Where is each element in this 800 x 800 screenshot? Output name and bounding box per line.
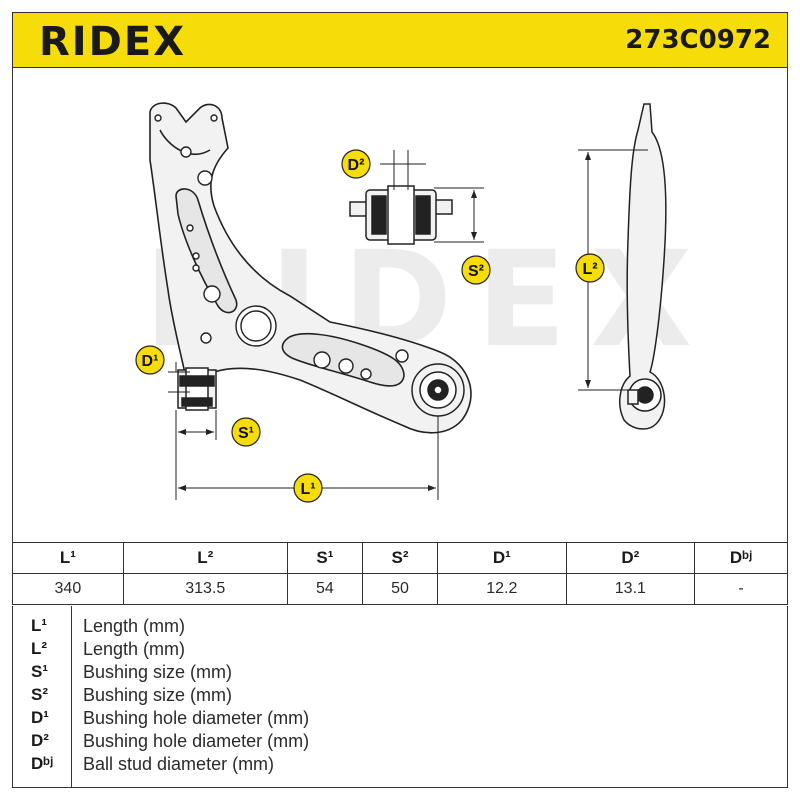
badge-d2: D² xyxy=(341,149,371,179)
label-l2: L² xyxy=(582,261,597,278)
arm-holes xyxy=(154,114,409,380)
technical-drawing xyxy=(12,68,788,542)
legend-symbol: D² xyxy=(31,731,49,750)
legend-symbol: S¹ xyxy=(31,662,48,681)
label-s1: S¹ xyxy=(238,425,254,442)
badge-l2: L² xyxy=(575,253,605,283)
header-cell: D¹ xyxy=(437,542,567,574)
value-cell: 340 xyxy=(12,573,124,605)
header-bar: RIDEX 273C0972 xyxy=(12,12,788,68)
legend-description: Bushing size (mm) xyxy=(83,662,233,682)
legend-row: Dᵇʲ Ball stud diameter (mm) xyxy=(13,754,773,776)
value-cell: 313.5 xyxy=(122,573,288,605)
value-cell: 50 xyxy=(361,573,439,605)
brand-logo: RIDEX xyxy=(39,19,187,65)
legend-description: Length (mm) xyxy=(83,639,186,659)
value-cell: - xyxy=(694,573,788,605)
legend-row: D¹ Bushing hole diameter (mm) xyxy=(13,708,773,730)
header-cell: S² xyxy=(361,542,439,574)
legend-description: Bushing hole diameter (mm) xyxy=(83,708,310,728)
badge-s2: S² xyxy=(461,255,491,285)
value-cell: 54 xyxy=(286,573,363,605)
label-l1: L¹ xyxy=(300,481,315,498)
badge-l1: L¹ xyxy=(293,473,323,503)
header-cell: L² xyxy=(122,542,288,574)
legend: L¹ Length (mm) L² Length (mm) S¹ Bushing… xyxy=(12,606,788,788)
side-view xyxy=(618,103,667,430)
label-d2: D² xyxy=(348,157,365,174)
dimension-lines xyxy=(168,149,648,500)
ball-joint xyxy=(411,363,465,417)
badge-d1: D¹ xyxy=(135,345,165,375)
header-cell: S¹ xyxy=(286,542,363,574)
legend-description: Length (mm) xyxy=(83,616,186,636)
header-cell: Dᵇʲ xyxy=(694,542,788,574)
table-row: 340 313.5 54 50 12.2 13.1 - xyxy=(12,573,788,605)
legend-symbol: D¹ xyxy=(31,708,49,727)
value-cell: 13.1 xyxy=(565,573,696,605)
legend-symbol: L¹ xyxy=(31,616,48,635)
front-bushing-detail xyxy=(349,185,453,245)
legend-description: Ball stud diameter (mm) xyxy=(83,754,275,774)
label-d1: D¹ xyxy=(142,353,159,370)
legend-symbol: Dᵇʲ xyxy=(31,754,54,773)
control-arm-drawing: RIDEX xyxy=(135,102,692,503)
legend-row: S¹ Bushing size (mm) xyxy=(13,662,773,684)
legend-row: D² Bushing hole diameter (mm) xyxy=(13,731,773,753)
header-cell: L¹ xyxy=(12,542,124,574)
legend-description: Bushing hole diameter (mm) xyxy=(83,731,310,751)
legend-row: L² Length (mm) xyxy=(13,639,773,661)
table-header-row: L¹ L² S¹ S² D¹ D² Dᵇʲ xyxy=(12,542,788,574)
part-number: 273C0972 xyxy=(625,25,771,55)
dimension-arrows xyxy=(178,152,591,491)
rear-bushing xyxy=(177,367,217,411)
label-s2: S² xyxy=(468,263,484,280)
dimensions-table: L¹ L² S¹ S² D¹ D² Dᵇʲ 340 313.5 54 50 12… xyxy=(12,542,788,605)
legend-symbol: L² xyxy=(31,639,48,658)
header-cell: D² xyxy=(565,542,696,574)
badge-s1: S¹ xyxy=(231,417,261,447)
value-cell: 12.2 xyxy=(437,573,567,605)
legend-divider xyxy=(71,606,72,787)
legend-symbol: S² xyxy=(31,685,48,704)
legend-row: L¹ Length (mm) xyxy=(13,616,773,638)
legend-description: Bushing size (mm) xyxy=(83,685,233,705)
legend-row: S² Bushing size (mm) xyxy=(13,685,773,707)
dimension-badges: L¹ S¹ D¹ D² S² L² xyxy=(135,149,605,503)
